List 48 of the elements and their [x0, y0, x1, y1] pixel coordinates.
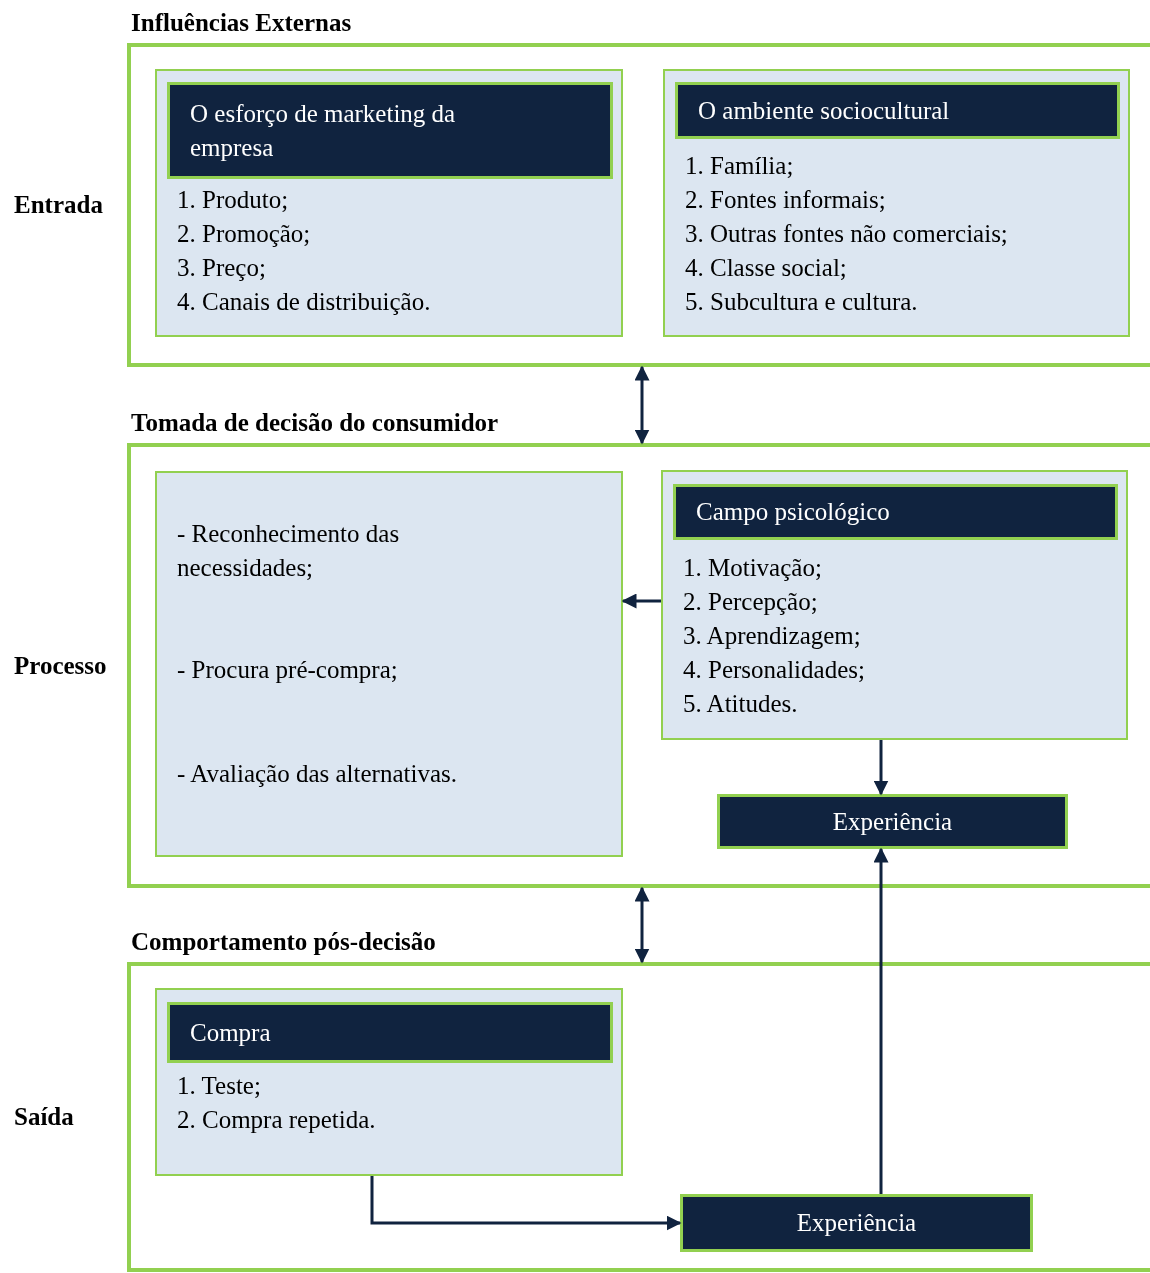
- list-item: 1. Teste;: [177, 1071, 262, 1101]
- arrow: [873, 847, 889, 1194]
- arrow: [634, 886, 650, 964]
- list-item: 1. Produto;: [177, 185, 290, 215]
- list-item: 2. Fontes informais;: [685, 185, 887, 215]
- section-heading: Influências Externas: [131, 9, 352, 37]
- heading-bar: [717, 794, 1068, 849]
- heading-bar: [167, 82, 613, 179]
- list-item: 3. Preço;: [177, 253, 267, 283]
- list-item: 2. Promoção;: [177, 219, 312, 249]
- info-box: [155, 69, 623, 337]
- section-heading: Tomada de decisão do consumidor: [131, 409, 499, 437]
- heading-bar: [675, 82, 1120, 139]
- list-item: - Avaliação das alternativas.: [177, 759, 458, 789]
- heading-bar: [673, 484, 1118, 540]
- heading-text: O ambiente sociocultural: [698, 95, 950, 126]
- info-box: [155, 988, 623, 1176]
- list-item: 4. Personalidades;: [683, 655, 865, 685]
- list-item: 5. Atitudes.: [683, 689, 799, 719]
- heading-bar: [167, 1002, 613, 1063]
- heading-text: Compra: [190, 1017, 271, 1048]
- arrow: [873, 740, 889, 796]
- info-box: [663, 69, 1130, 337]
- arrow: [621, 593, 661, 609]
- list-item: - Procura pré-compra;: [177, 655, 399, 685]
- heading-bar: [680, 1194, 1033, 1252]
- list-item: 2. Compra repetida.: [177, 1105, 376, 1135]
- info-box: [155, 471, 623, 857]
- section-heading: Comportamento pós-decisão: [131, 928, 436, 956]
- info-box: [661, 470, 1128, 740]
- heading-text: O esforço de marketing da empresa: [190, 98, 457, 163]
- side-label: Entrada: [14, 191, 103, 219]
- heading-text: Campo psicológico: [696, 497, 890, 527]
- list-item: 1. Família;: [685, 151, 795, 181]
- heading-text: Experiência: [796, 1208, 917, 1238]
- side-label: Processo: [14, 651, 107, 680]
- list-item: - Reconhecimento das necessidades;: [177, 519, 401, 583]
- list-item: 1. Motivação;: [683, 553, 823, 583]
- list-item: 2. Percepção;: [683, 587, 819, 617]
- list-item: 3. Aprendizagem;: [683, 621, 862, 651]
- list-item: 4. Canais de distribuição.: [177, 287, 431, 317]
- list-item: 3. Outras fontes não comerciais;: [685, 219, 1008, 249]
- list-item: 5. Subcultura e cultura.: [685, 287, 919, 317]
- arrow: [370, 1176, 682, 1231]
- heading-text: Experiência: [832, 806, 953, 837]
- side-label: Saída: [14, 1103, 74, 1131]
- list-item: 4. Classe social;: [685, 253, 848, 283]
- arrow: [634, 365, 650, 445]
